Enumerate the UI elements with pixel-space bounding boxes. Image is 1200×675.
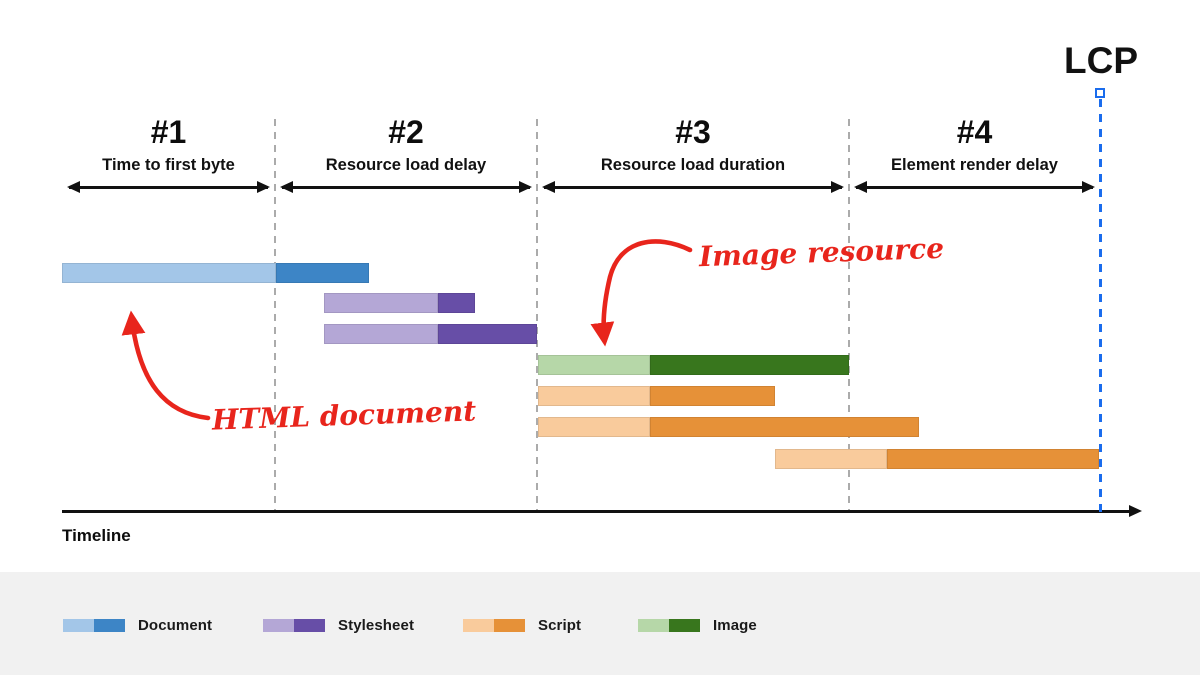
script-bar-dark-segment	[887, 449, 1099, 469]
legend: Document Stylesheet Script Image	[0, 572, 1200, 675]
legend-label: Script	[538, 617, 582, 634]
script-bar-dark-segment	[650, 417, 919, 437]
script-bar-light-segment	[538, 386, 650, 406]
phase-name: Resource load delay	[325, 155, 487, 174]
image-swatch-icon	[638, 619, 700, 632]
phase-number: #4	[956, 114, 993, 150]
annotation-html-document: HTML document	[211, 394, 477, 437]
stylesheet-bar-dark-segment	[438, 324, 537, 344]
document-swatch-icon	[63, 619, 125, 632]
image-swatch-dark	[669, 619, 700, 632]
phase-name: Time to first byte	[102, 155, 235, 174]
stylesheet-swatch-light	[263, 619, 294, 632]
legend-item-script: Script	[463, 617, 581, 634]
stylesheet-swatch-icon	[263, 619, 325, 632]
script-swatch-icon	[463, 619, 525, 632]
legend-item-stylesheet: Stylesheet	[263, 617, 414, 634]
stylesheet-swatch-dark	[294, 619, 325, 632]
phase-range-arrow-icon	[67, 181, 270, 192]
phase-number: #3	[675, 114, 711, 150]
stylesheet-bar-dark-segment	[438, 293, 475, 313]
script-swatch-dark	[494, 619, 525, 632]
image-resource-arrow-icon	[590, 239, 693, 347]
document-bar-light-segment	[62, 263, 276, 283]
legend-label: Document	[138, 617, 213, 634]
legend-label: Stylesheet	[338, 617, 415, 634]
image-bar-light-segment	[538, 355, 650, 375]
stylesheet-bar-light-segment	[324, 324, 438, 344]
phase-separator-line	[536, 119, 538, 512]
annotation-image-resource: Image resource	[698, 231, 945, 274]
legend-item-image: Image	[638, 617, 757, 634]
legend-label: Image	[713, 617, 757, 634]
phase-name: Element render delay	[891, 155, 1058, 174]
image-swatch-light	[638, 619, 669, 632]
phase-number: #1	[150, 114, 187, 150]
image-bar-dark-segment	[650, 355, 849, 375]
legend-item-document: Document	[63, 617, 212, 634]
script-swatch-light	[463, 619, 494, 632]
script-bar-dark-segment	[650, 386, 775, 406]
phase-range-arrow-icon	[542, 181, 844, 192]
html-document-arrow-icon	[121, 310, 211, 421]
lcp-dashed-line	[1099, 99, 1102, 512]
timeline-axis	[62, 504, 1142, 517]
timeline-label: Timeline	[62, 526, 131, 545]
phase-separator-line	[274, 119, 276, 512]
document-bar-dark-segment	[276, 263, 369, 283]
phase-range-arrow-icon	[854, 181, 1095, 192]
phase-separator-line	[848, 119, 850, 512]
phase-number: #2	[388, 114, 424, 150]
phase-name: Resource load duration	[600, 155, 786, 174]
lcp-label: LCP	[1064, 40, 1138, 81]
document-swatch-dark	[94, 619, 125, 632]
script-bar-light-segment	[775, 449, 887, 469]
axis-arrowhead-icon	[1129, 504, 1142, 517]
script-bar-light-segment	[538, 417, 650, 437]
stylesheet-bar-light-segment	[324, 293, 438, 313]
document-swatch-light	[63, 619, 94, 632]
phase-range-arrow-icon	[280, 181, 532, 192]
lcp-marker-square-icon	[1095, 88, 1105, 98]
